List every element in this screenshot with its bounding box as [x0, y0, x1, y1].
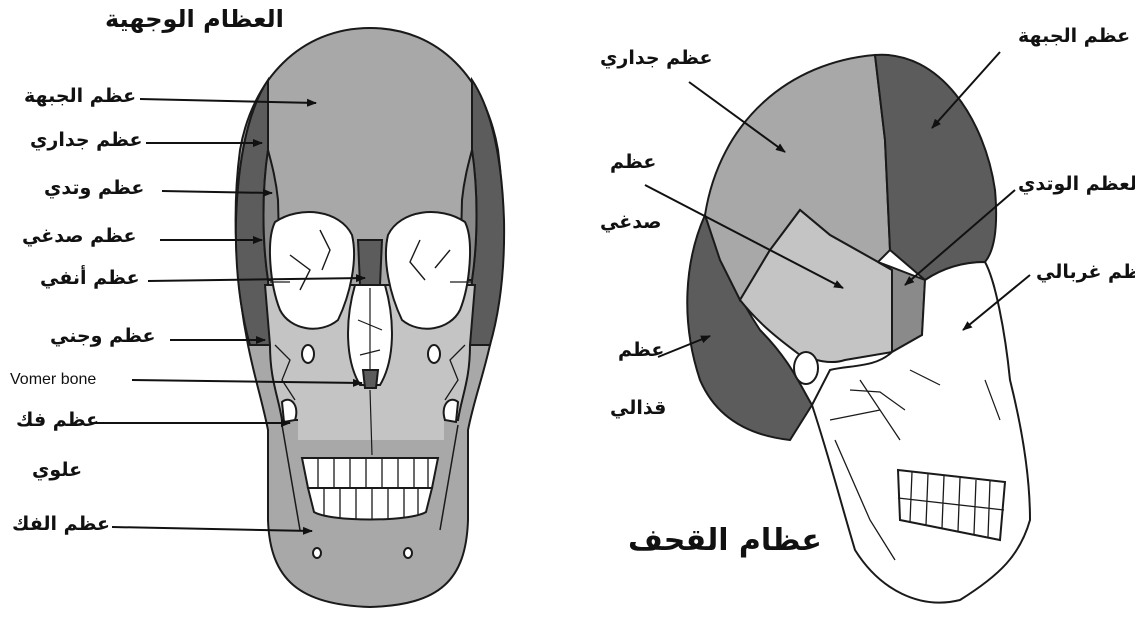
label-front-nasal: عظم أنفي [40, 268, 140, 289]
label-front-mandible: عظم الفك [12, 514, 110, 535]
label-front-sphenoid: عظم وتدي [44, 178, 144, 199]
front-title: العظام الوجهية [105, 6, 284, 32]
label-front-maxilla-2: علوي [32, 460, 82, 481]
label-front-zygomatic: عظم وجني [50, 326, 155, 347]
side-skull [687, 55, 1030, 603]
front-lower-teeth [308, 488, 432, 520]
label-front-vomer: Vomer bone [10, 371, 96, 389]
front-upper-teeth [302, 458, 438, 488]
side-ear-hole [794, 352, 818, 384]
side-frontal [875, 55, 996, 280]
front-vomer [363, 370, 378, 388]
side-title: عظام القحف [628, 524, 822, 557]
label-front-parietal: عظم جداري [30, 130, 143, 151]
label-side-ethmoid: عظم غربالي [1036, 262, 1135, 283]
label-side-occipital-1: عظم [618, 340, 664, 361]
label-side-temporal-1: عظم [610, 152, 656, 173]
front-orbit-left [270, 212, 354, 329]
label-front-temporal: عظم صدغي [22, 226, 137, 247]
label-front-maxilla-1: عظم فك [16, 410, 99, 431]
label-side-parietal: عظم جداري [600, 48, 713, 69]
label-side-frontal: عظم الجبهة [1018, 26, 1130, 47]
front-orbit-right [386, 212, 470, 329]
label-side-temporal-2: صدغي [600, 212, 662, 233]
front-skull [236, 28, 505, 607]
label-side-sphenoid: العظم الوتدي [1018, 174, 1135, 195]
label-front-frontal: عظم الجبهة [24, 86, 136, 107]
label-side-occipital-2: قذالي [610, 398, 666, 419]
